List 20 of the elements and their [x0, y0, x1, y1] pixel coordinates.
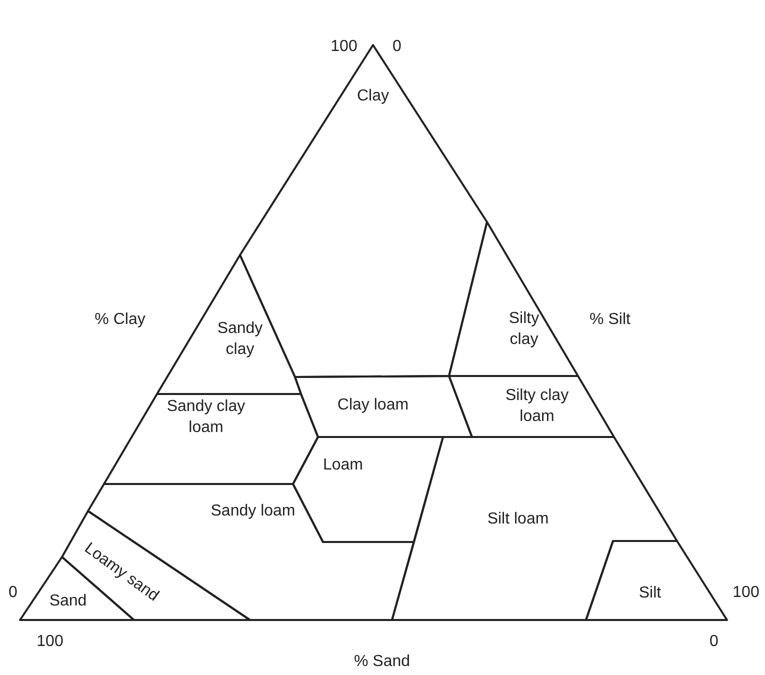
axis-title: % Silt	[590, 311, 630, 329]
axis-value: 100	[330, 38, 358, 56]
region-label: Clay loam	[336, 396, 410, 416]
region-label: Silty clay	[508, 309, 540, 350]
region-label: Silt loam	[486, 510, 550, 530]
axis-title: % Sand	[354, 653, 410, 671]
region-label: Sandy clay loam	[166, 397, 246, 438]
axis-value: 0	[392, 38, 402, 56]
region-label: Silt	[638, 584, 662, 604]
region-label: Clay	[356, 86, 390, 107]
region-label: Sandy loam	[210, 502, 296, 522]
axis-value: 0	[8, 584, 18, 602]
axis-title: % Clay	[94, 311, 146, 329]
axis-value: 100	[36, 633, 64, 651]
region-label: Sand	[48, 592, 88, 612]
region-label: Sandy clay	[216, 319, 264, 360]
axis-value: 100	[732, 584, 760, 602]
region-label: Loam	[322, 456, 364, 476]
region-label: Silty clay loam	[504, 386, 570, 427]
axis-value: 0	[710, 633, 718, 651]
